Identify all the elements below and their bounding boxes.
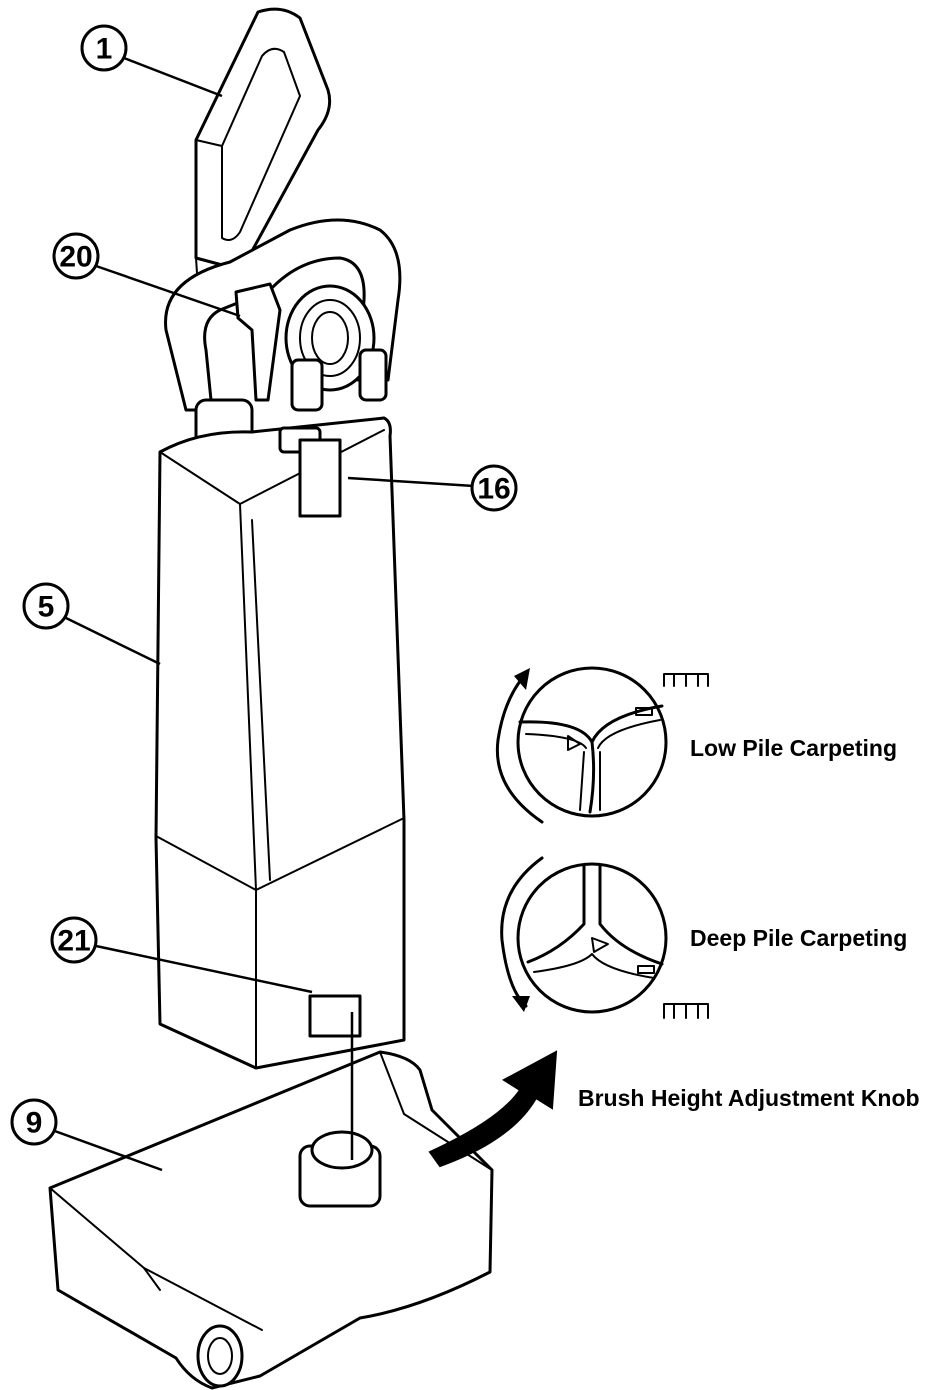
deep-pile-knob-detail xyxy=(500,856,709,1019)
deep-pile-caption: Deep Pile Carpeting xyxy=(690,925,907,951)
callout-9-label: 9 xyxy=(26,1107,43,1140)
callout-21: 21 xyxy=(50,916,98,964)
callout-1-label: 1 xyxy=(96,33,113,66)
brush-knob-caption: Brush Height Adjustment Knob xyxy=(578,1085,920,1111)
callout-20: 20 xyxy=(52,232,100,280)
callout-21-label: 21 xyxy=(57,925,90,958)
base-drawing xyxy=(48,1050,494,1390)
callout-16-label: 16 xyxy=(477,473,510,506)
callout-16: 16 xyxy=(470,464,518,512)
callout-5-label: 5 xyxy=(38,591,55,624)
callout-5: 5 xyxy=(22,582,70,630)
callout-1: 1 xyxy=(80,24,128,72)
callout-20-label: 20 xyxy=(59,241,92,274)
callout-9: 9 xyxy=(10,1098,58,1146)
brush-knob-arrow xyxy=(428,1050,558,1168)
low-pile-knob-detail xyxy=(495,666,709,824)
low-pile-caption: Low Pile Carpeting xyxy=(690,735,897,761)
bag-housing-drawing xyxy=(154,416,406,1070)
